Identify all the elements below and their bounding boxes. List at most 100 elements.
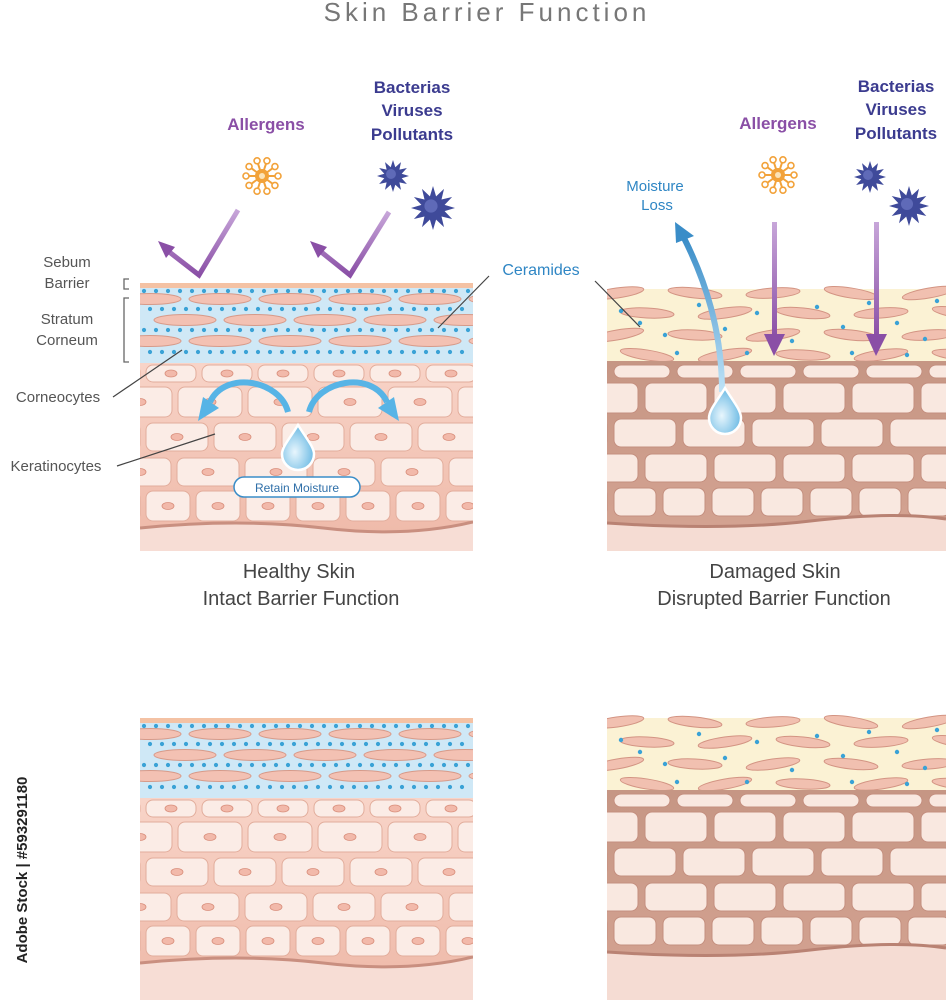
ceramide-dot (375, 349, 381, 355)
ceramide-dot (225, 288, 231, 294)
ceramide-dot (141, 762, 147, 768)
corneocyte (363, 314, 427, 326)
ceramide-dot (357, 762, 363, 768)
corneocyte (901, 285, 946, 301)
ceramide-dot (171, 349, 177, 355)
ceramide-dot (225, 327, 231, 333)
corneocyte (188, 293, 252, 305)
corneocyte (140, 770, 182, 782)
ceramide-dot (814, 733, 820, 739)
ceramide-dot (279, 349, 285, 355)
ceramide-dot (375, 784, 381, 790)
keratinocyte-cell (140, 457, 172, 487)
ceramide-dot (423, 741, 429, 747)
ceramide-dot (393, 723, 399, 729)
ceramide-dot (411, 306, 417, 312)
ceramide-dot (381, 762, 387, 768)
corneocyte (140, 728, 182, 740)
ceramide-dot (789, 338, 795, 344)
cell-nucleus (203, 833, 217, 841)
cell-nucleus (413, 398, 427, 406)
keratinocyte-cell (889, 418, 946, 448)
cell-nucleus (442, 868, 456, 876)
keratinocyte-cell (607, 882, 639, 912)
ceramide-dot (345, 723, 351, 729)
ceramide-dot (866, 300, 872, 306)
ceramide-dot (934, 727, 940, 733)
keratinocyte-cell (802, 793, 860, 808)
ceramide-dot (165, 762, 171, 768)
keratinocyte-cell (613, 364, 671, 379)
ceramide-dot (291, 306, 297, 312)
ceramide-dot (171, 784, 177, 790)
ceramide-dot (351, 349, 357, 355)
cell-nucleus (512, 938, 524, 945)
ceramide-dot (279, 306, 285, 312)
ceramide-dot (369, 327, 375, 333)
ceramide-dot (237, 288, 243, 294)
ceramide-dot (321, 762, 327, 768)
corneocyte (775, 735, 831, 749)
ceramide-dot (195, 784, 201, 790)
keratinocyte-cell (713, 811, 777, 843)
ceramide-dot (273, 723, 279, 729)
cell-nucleus (164, 369, 178, 378)
sebum-layer (140, 718, 473, 723)
ceramide-dot (159, 784, 165, 790)
keratinocyte-cell (802, 364, 860, 379)
ceramide-dot (375, 306, 381, 312)
dermis-layer (607, 515, 946, 551)
corneocyte (901, 714, 946, 730)
ceramide-dot (405, 327, 411, 333)
virus-icon (377, 160, 455, 230)
keratinocyte-cell (607, 423, 608, 443)
ceramide-dot (291, 784, 297, 790)
cell-nucleus (343, 833, 357, 841)
corneocyte (697, 776, 753, 792)
ceramide-dot (279, 784, 285, 790)
ceramide-dot (201, 288, 207, 294)
keratinocyte-cell (920, 882, 946, 912)
ceramide-dot (381, 288, 387, 294)
ceramide-dot (429, 723, 435, 729)
basement-membrane (607, 513, 946, 529)
stratum-corneum-label-line2: Corneum (36, 332, 98, 349)
ceramide-dot (213, 288, 219, 294)
corneocyte (398, 335, 462, 347)
ceramide-dot (207, 784, 213, 790)
ceramide-dot (399, 306, 405, 312)
corneocyte (433, 314, 473, 326)
corneocyte (363, 749, 427, 761)
healthy-caption-line2: Intact Barrier Function (203, 588, 400, 610)
ceramide-dot (183, 349, 189, 355)
keratinocyte-cell (445, 925, 473, 957)
damaged-caption-line1: Damaged Skin (709, 561, 840, 583)
ceramide-dot (447, 784, 453, 790)
penetrating-pollutant-arrow (866, 222, 887, 356)
ceramide-dot (423, 784, 429, 790)
ceramide-dot (333, 723, 339, 729)
ceramide-dot (213, 762, 219, 768)
ceramide-dot (255, 784, 261, 790)
keratinocyte-cell (662, 916, 706, 946)
corneocyte (667, 758, 723, 770)
ceramide-dot (267, 349, 273, 355)
ceramide-dot (722, 326, 728, 332)
ceramide-dot (387, 784, 393, 790)
ceramide-dot (618, 737, 624, 743)
damaged-allergens-label: Allergens (739, 114, 816, 133)
ceramide-dot (339, 741, 345, 747)
keratinocyte-cell (644, 382, 708, 414)
ceramide-dot (177, 327, 183, 333)
ceramide-dot (237, 327, 243, 333)
ceramide-dot (435, 741, 441, 747)
deflected-pollutant-arrow (310, 210, 392, 279)
ceramide-dot (339, 784, 345, 790)
retain-moisture-label: Retain Moisture (255, 481, 339, 495)
ceramide-dot (453, 762, 459, 768)
keratinocyte-cell (613, 418, 677, 448)
ceramide-dot (231, 306, 237, 312)
ceramides-label: Ceramides (502, 262, 579, 279)
corneocyte (328, 770, 392, 782)
ceramide-dot (447, 306, 453, 312)
